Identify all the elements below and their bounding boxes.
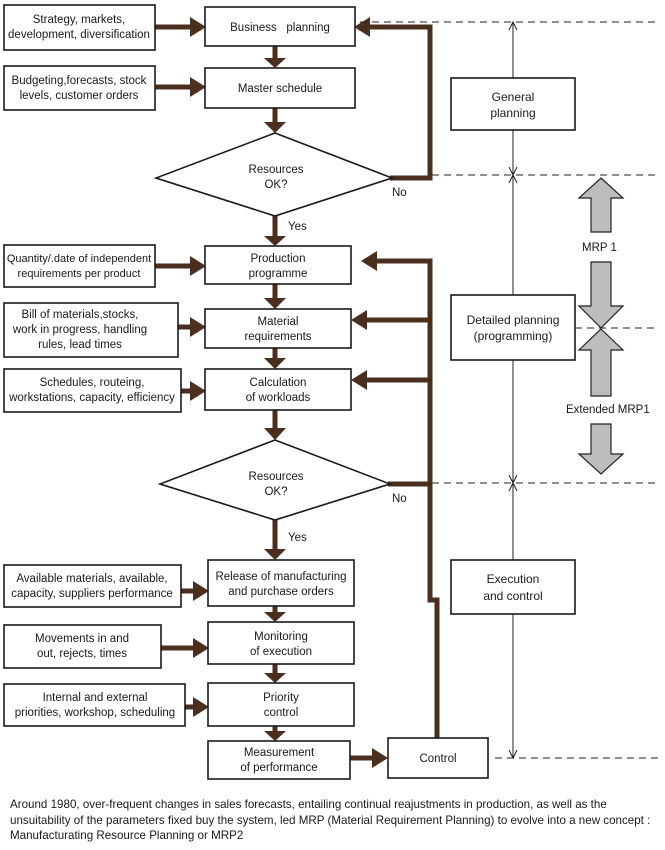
phase-detailed-planning: Detailed planning(programming) bbox=[450, 294, 576, 361]
extended-mrp1-label: Extended MRP1 bbox=[566, 404, 650, 416]
svg-text:Detailed planning(programming): Detailed planning(programming) bbox=[467, 313, 560, 343]
box-master-schedule: Master schedule bbox=[204, 67, 356, 109]
yes-label-1: Yes bbox=[288, 221, 307, 233]
flow-lines bbox=[155, 24, 440, 761]
input-available: Available materials, available,capacity,… bbox=[3, 564, 182, 608]
input-strategy: Strategy, markets,development, diversifi… bbox=[3, 4, 156, 51]
no-label-2: No bbox=[392, 493, 407, 505]
yes-label-2: Yes bbox=[288, 532, 307, 544]
mrp1-arrow bbox=[575, 177, 658, 329]
svg-text:Bill of materials,stocks,work: Bill of materials,stocks,work in progres… bbox=[12, 309, 147, 351]
svg-text:Available materials, available: Available materials, available,capacity,… bbox=[11, 573, 173, 600]
flowchart: Strategy, markets,development, diversifi… bbox=[3, 4, 658, 780]
no-label-1: No bbox=[392, 187, 407, 199]
caption: Around 1980, over-frequent changes in sa… bbox=[10, 798, 651, 842]
input-bill: Bill of materials,stocks,work in progres… bbox=[3, 302, 179, 358]
flow-arrowheads bbox=[190, 17, 388, 768]
svg-text:Master schedule: Master schedule bbox=[238, 83, 322, 95]
phase-separators bbox=[360, 20, 658, 760]
extended-mrp1-arrow bbox=[577, 328, 625, 475]
svg-text:Business planning: Business planning bbox=[230, 22, 330, 34]
svg-text:Control: Control bbox=[419, 753, 456, 765]
input-schedules: Schedules, routeing,workstations, capaci… bbox=[3, 368, 182, 413]
svg-text:Strategy, markets,development,: Strategy, markets,development, diversifi… bbox=[8, 14, 150, 41]
box-business-planning: Business planning bbox=[204, 6, 356, 47]
svg-text:Schedules, routeing,workstatio: Schedules, routeing,workstations, capaci… bbox=[8, 377, 175, 404]
box-control: Control bbox=[387, 737, 489, 779]
mrp1-label: MRP 1 bbox=[582, 242, 617, 254]
